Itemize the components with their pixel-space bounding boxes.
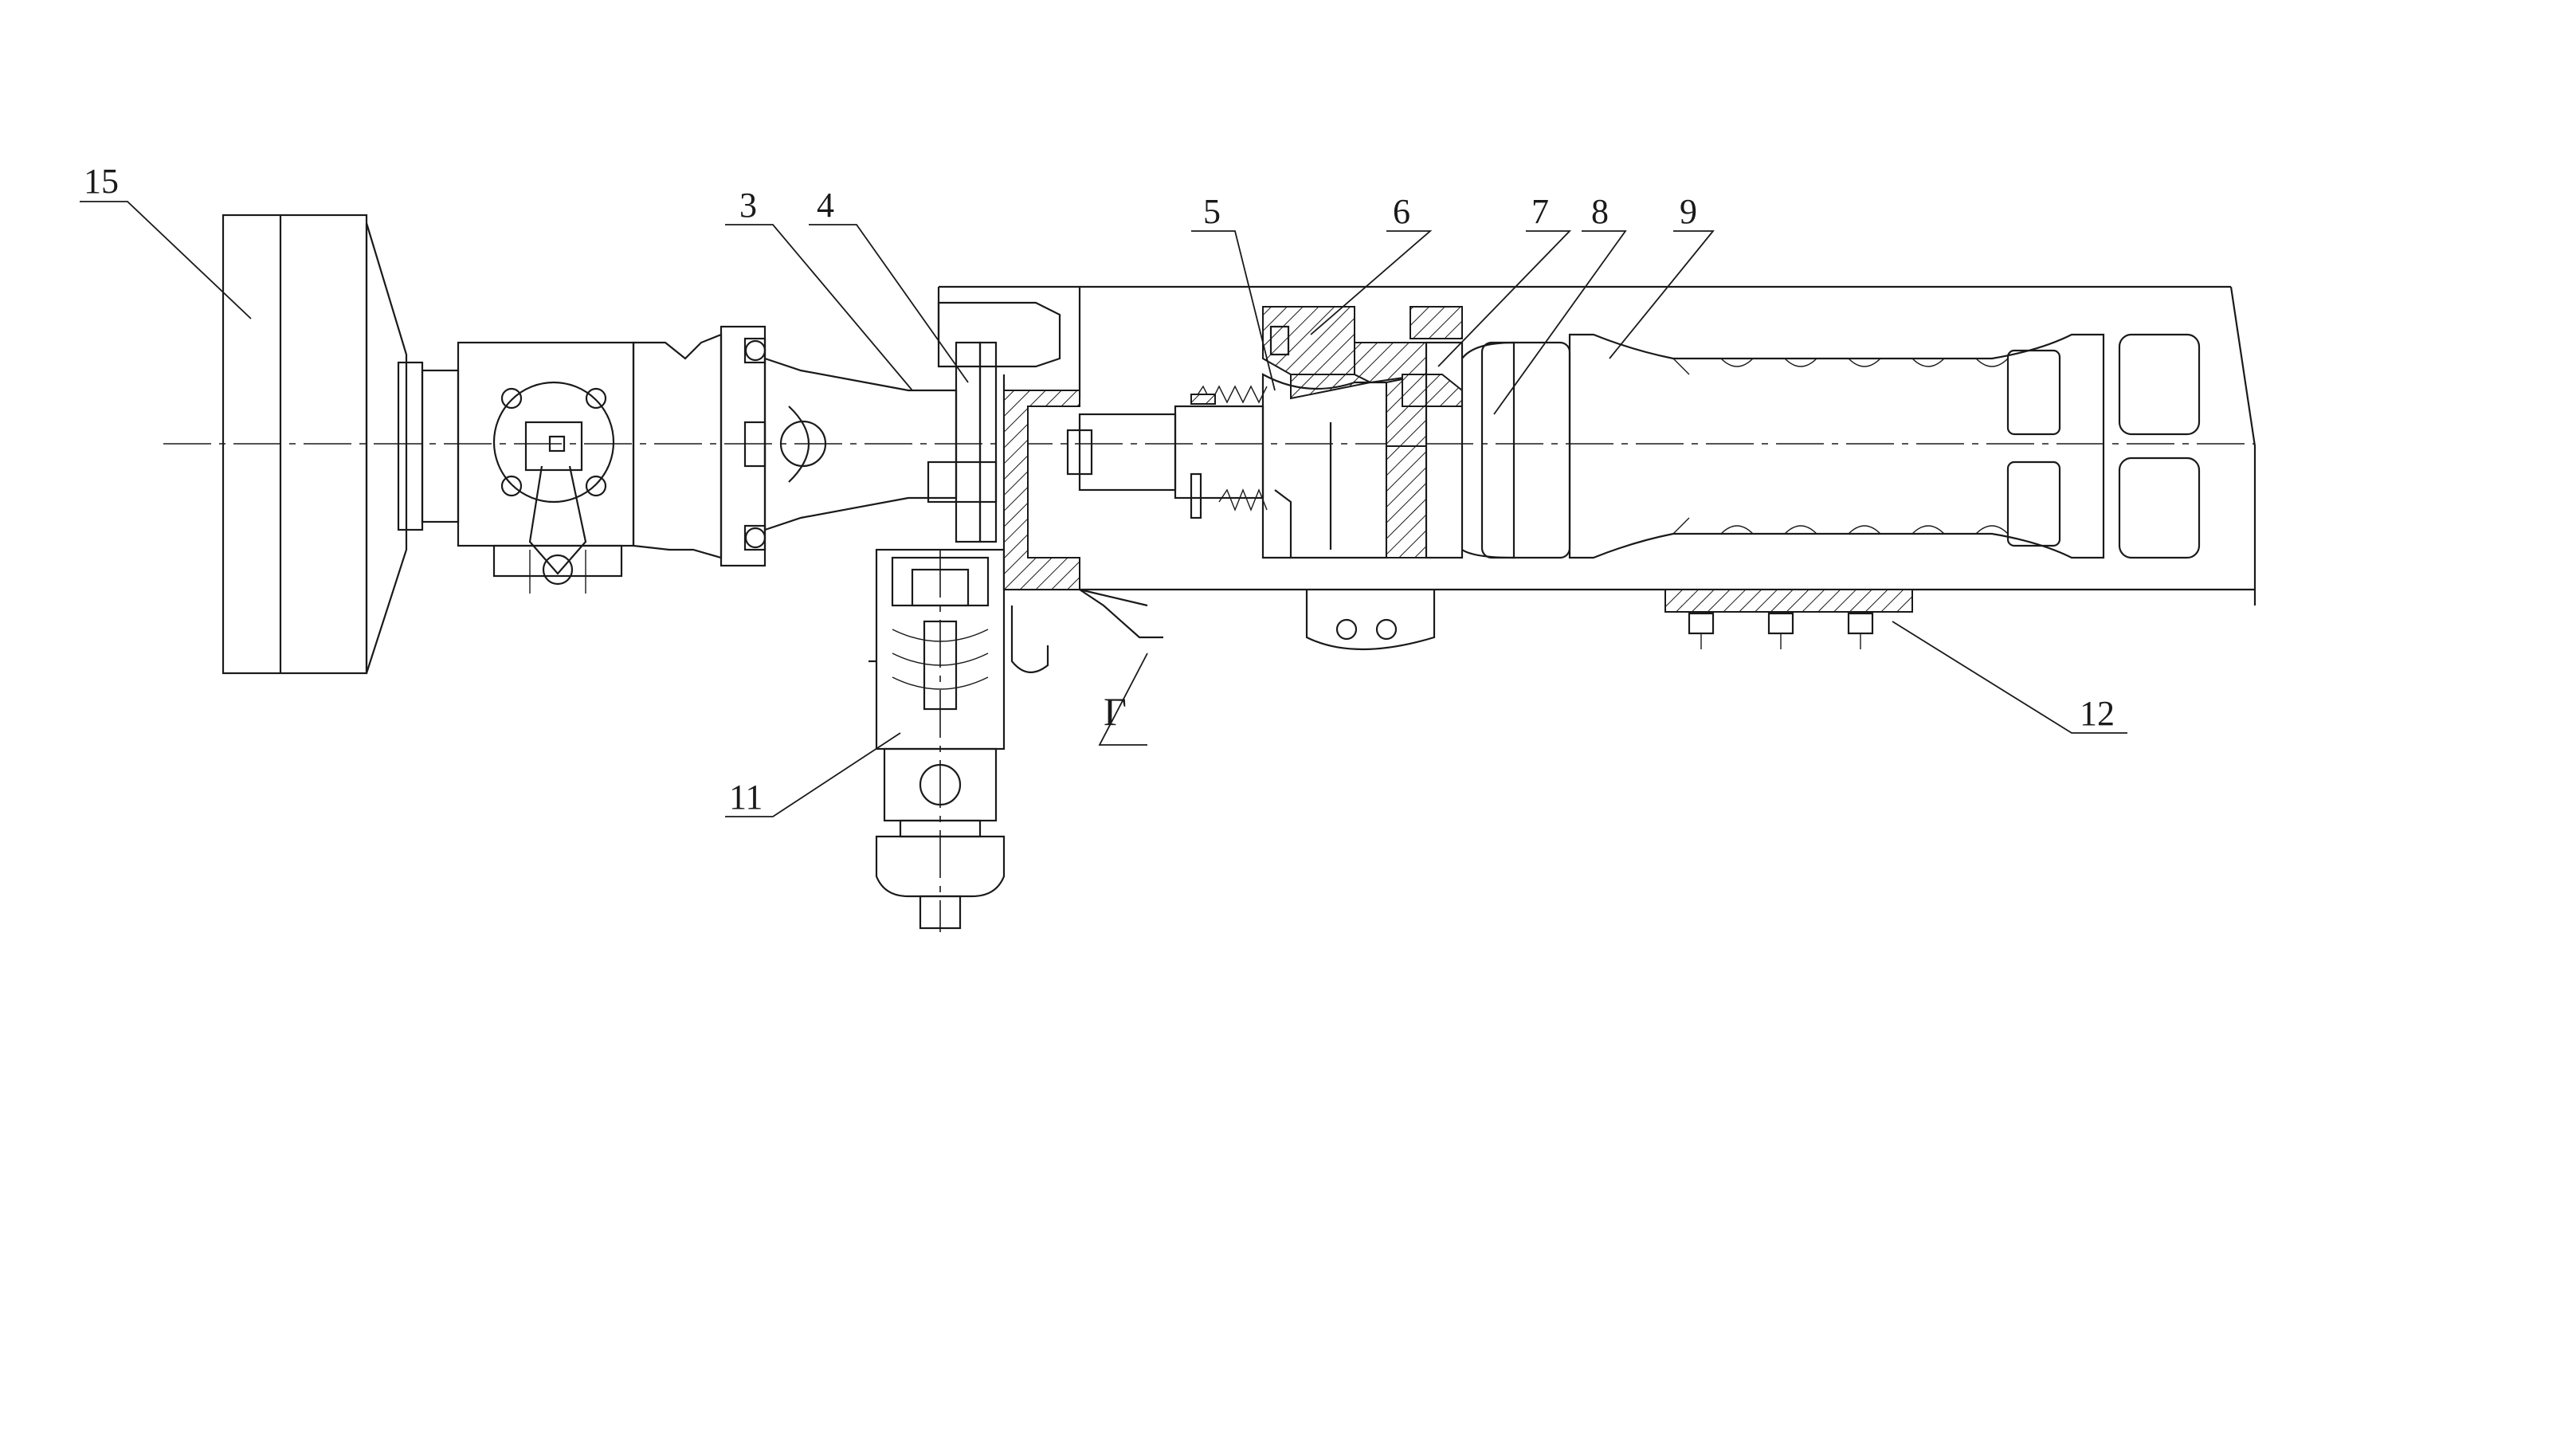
label-G: Г [1104,689,1127,734]
frame-lower-lug [1305,590,1436,651]
label-9: 9 [1680,192,1697,231]
label-5: 5 [1203,192,1221,231]
label-4: 4 [817,186,834,225]
part-6-block [1261,306,1388,559]
part-11-suspension [868,548,1006,932]
frame-hatched-wall [1003,390,1080,590]
label-6: 6 [1393,192,1410,231]
part-3-housing [763,357,958,531]
part-5-buffer [1066,385,1268,519]
part-8-follower [1425,341,1571,559]
part-9-spring-pack [1568,333,2201,559]
label-15: 15 [84,162,119,201]
part-4-shaft [927,341,998,543]
flange [719,325,767,567]
label-11: 11 [729,778,763,817]
label-12: 12 [2080,694,2115,733]
part-12-mount [1664,589,1913,649]
part-labels: 15 3 4 5 6 7 8 9 11 12 Г [84,162,2115,817]
leader-lines [80,201,2127,817]
part-7-insert [1354,306,1463,558]
coupling-housing [457,333,723,594]
frame-body [937,285,2256,673]
label-8: 8 [1591,192,1609,231]
label-3: 3 [739,186,757,225]
label-7: 7 [1531,192,1549,231]
